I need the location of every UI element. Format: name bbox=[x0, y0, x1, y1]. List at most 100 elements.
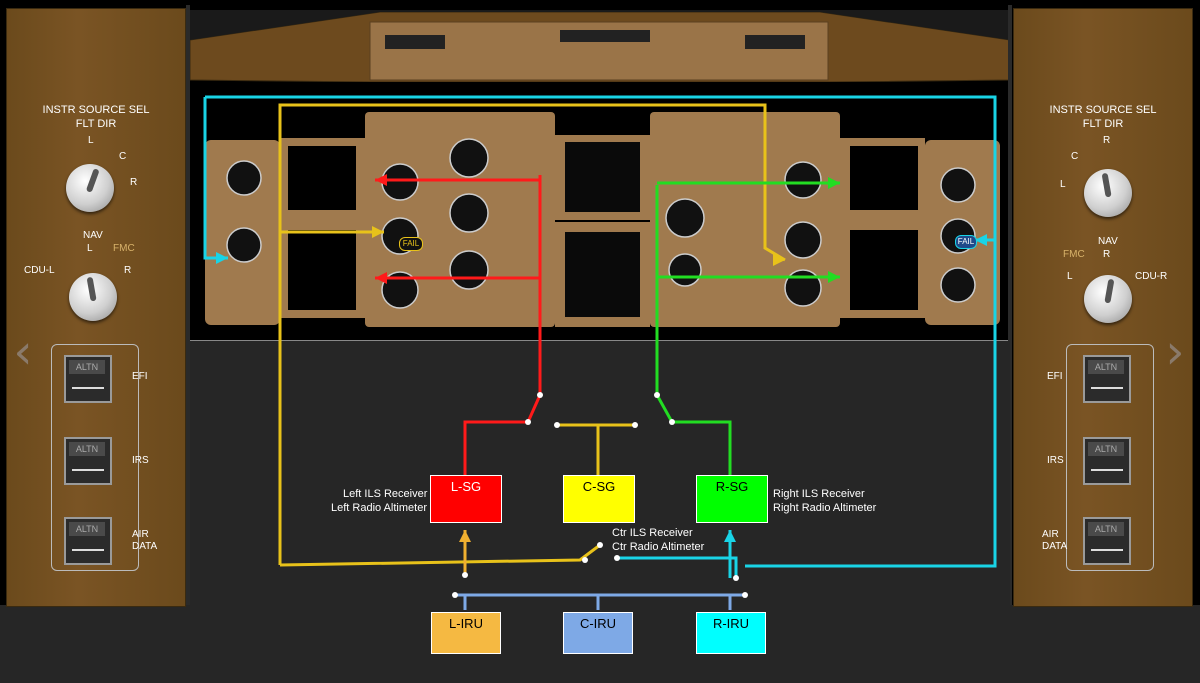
mcp-display-right bbox=[745, 35, 805, 49]
left-nav-label: NAV bbox=[83, 230, 103, 241]
switch-contact bbox=[537, 392, 543, 398]
left-irs-altn-switch[interactable]: ALTN bbox=[64, 437, 112, 485]
gauge bbox=[784, 161, 822, 199]
switch-contact bbox=[582, 557, 588, 563]
left-instrument-source-panel: INSTR SOURCE SEL FLT DIR L C R NAV L FMC… bbox=[6, 8, 186, 607]
left-source-wire bbox=[463, 175, 542, 475]
switch-contact bbox=[597, 542, 603, 548]
left-fltdir-selector-knob[interactable] bbox=[66, 164, 114, 212]
left-frame bbox=[186, 5, 190, 605]
right-nav-label-cdu: CDU-R bbox=[1135, 271, 1168, 282]
left-fltdir-label-c: C bbox=[119, 151, 127, 162]
switch-contact bbox=[733, 575, 739, 581]
left-iru-label: L-IRU bbox=[449, 616, 483, 631]
captain-upper-display bbox=[288, 146, 356, 210]
right-iru-top bbox=[205, 95, 997, 568]
fo-lower-display bbox=[850, 230, 918, 310]
arrowhead bbox=[773, 254, 785, 266]
right-iru-label: R-IRU bbox=[712, 616, 750, 631]
right-panel-subtitle: FLT DIR bbox=[1082, 118, 1124, 130]
switch-contact bbox=[462, 572, 468, 578]
gauge bbox=[784, 269, 822, 307]
knob-pointer bbox=[1101, 172, 1112, 198]
gauge bbox=[784, 221, 822, 259]
right-air-data-altn-switch[interactable]: ALTN bbox=[1083, 517, 1131, 565]
arrowhead bbox=[828, 177, 840, 189]
right-fltdir-selector-knob[interactable] bbox=[1084, 169, 1132, 217]
gauge bbox=[665, 198, 705, 238]
left-nav-label-fmc: FMC bbox=[113, 243, 135, 254]
center-symbol-generator: C-SG bbox=[563, 475, 635, 523]
right-ils-receiver-label: Right ILS Receiver bbox=[773, 488, 865, 500]
right-air-data-label: AIR DATA bbox=[1042, 529, 1068, 552]
arrowhead bbox=[975, 234, 987, 246]
right-source-wire bbox=[655, 185, 732, 475]
cockpit-ceiling bbox=[190, 10, 1010, 40]
left-nav-selector-knob[interactable] bbox=[69, 273, 117, 321]
left-symbol-generator: L-SG bbox=[430, 475, 502, 523]
center-sg-label: C-SG bbox=[582, 479, 616, 494]
right-nav-label-l: L bbox=[1067, 271, 1073, 282]
switch-bar bbox=[1091, 387, 1123, 389]
right-sg-label: R-SG bbox=[715, 479, 749, 494]
switch-contact bbox=[654, 392, 660, 398]
switch-contact bbox=[614, 555, 620, 561]
left-ils-receiver-label: Left ILS Receiver bbox=[343, 488, 428, 500]
right-instrument-source-panel: INSTR SOURCE SEL FLT DIR R C L NAV R FMC… bbox=[1013, 8, 1193, 607]
switch-bar bbox=[72, 549, 104, 551]
left-iru: L-IRU bbox=[431, 612, 501, 654]
right-efi-label: EFI bbox=[1047, 371, 1063, 382]
arrowhead bbox=[375, 174, 387, 186]
fail-flag-fo: FAIL bbox=[955, 235, 977, 249]
left-sg-label: L-SG bbox=[450, 479, 482, 494]
ctr-radio-altimeter-label: Ctr Radio Altimeter bbox=[612, 541, 705, 553]
left-air-data-altn-switch[interactable]: ALTN bbox=[64, 517, 112, 565]
left-nav-label-r: R bbox=[124, 265, 132, 276]
center-iru-label: C-IRU bbox=[579, 616, 617, 631]
left-fltdir-label-l: L bbox=[88, 135, 94, 146]
gauge bbox=[449, 138, 489, 178]
right-symbol-generator: R-SG bbox=[696, 475, 768, 523]
chevron-right-icon[interactable]: › bbox=[1165, 324, 1185, 380]
right-radio-altimeter-label: Right Radio Altimeter bbox=[773, 502, 877, 514]
right-iru-to-ctr bbox=[617, 556, 738, 578]
right-fltdir-label-r: R bbox=[1103, 135, 1111, 146]
center-source-wire bbox=[278, 103, 786, 565]
switch-cap: ALTN bbox=[1088, 522, 1124, 536]
right-nav-label-r: R bbox=[1103, 249, 1111, 260]
switch-contact bbox=[554, 422, 560, 428]
left-panel-subtitle: FLT DIR bbox=[75, 118, 117, 130]
switch-bar bbox=[1091, 549, 1123, 551]
center-iru: C-IRU bbox=[563, 612, 633, 654]
center-low-wire bbox=[279, 543, 601, 567]
right-efi-altn-switch[interactable]: ALTN bbox=[1083, 355, 1131, 403]
right-nav-label-fmc: FMC bbox=[1063, 249, 1085, 260]
switch-cap: ALTN bbox=[1088, 360, 1124, 374]
left-fltdir-label-r: R bbox=[130, 177, 138, 188]
right-nav-selector-knob[interactable] bbox=[1084, 275, 1132, 323]
switch-bar bbox=[72, 469, 104, 471]
right-irs-label: IRS bbox=[1047, 455, 1064, 466]
switch-cap: ALTN bbox=[69, 522, 105, 536]
arrowhead bbox=[372, 226, 384, 238]
mcp-display-center bbox=[560, 30, 650, 42]
eicas-upper bbox=[565, 142, 640, 212]
left-radio-altimeter-label: Left Radio Altimeter bbox=[331, 502, 427, 514]
gauge bbox=[940, 167, 976, 203]
left-efi-altn-switch[interactable]: ALTN bbox=[64, 355, 112, 403]
mcp-display-left bbox=[385, 35, 445, 49]
right-fltdir-label-c: C bbox=[1071, 151, 1079, 162]
arrowhead bbox=[724, 530, 736, 542]
left-alternate-switch-box: ALTN EFI ALTN IRS ALTN AIR DATA bbox=[51, 344, 157, 571]
left-irs-label: IRS bbox=[132, 455, 149, 466]
chevron-left-icon[interactable]: ‹ bbox=[13, 324, 33, 380]
captain-lower-display bbox=[288, 230, 356, 310]
right-fltdir-label-l: L bbox=[1060, 179, 1066, 190]
switch-cap: ALTN bbox=[69, 442, 105, 456]
right-irs-altn-switch[interactable]: ALTN bbox=[1083, 437, 1131, 485]
fo-upper-display bbox=[850, 146, 918, 210]
switch-contact bbox=[632, 422, 638, 428]
